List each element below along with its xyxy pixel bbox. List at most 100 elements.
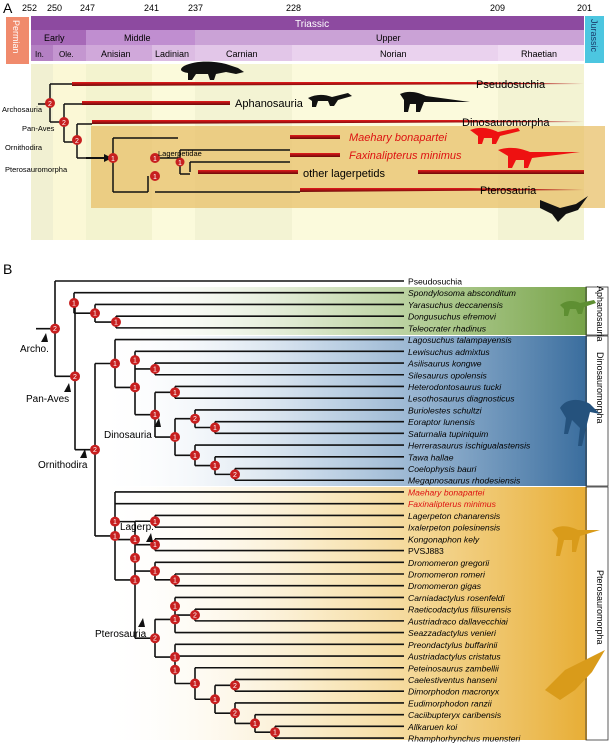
label-archosauria: Archosauria [2,105,43,114]
bar-dinosauromorpha [92,120,584,124]
tip-label-heterodontosaurus-tucki: Heterodontosaurus tucki [408,382,502,392]
rhaetian-label: Rhaetian [521,49,557,59]
tip-label-rhamphorhynchus-muensteri: Rhamphorhynchus muensteri [408,734,521,744]
label-other-lagerpetids: other lagerpetids [303,168,385,180]
age-228: 228 [286,3,301,13]
labels-b: Archo. Pan-Aves Ornithodira Dinosauria L… [20,344,154,640]
node-d_sil [150,363,160,374]
node-l_mid [130,552,140,563]
node-l_dro1 [150,566,160,577]
node-d_root [110,358,120,369]
node-ap1-value: 1 [72,300,76,307]
node-ptm-value: 1 [113,533,117,540]
ladinian-label: Ladinian [155,49,189,59]
node-p_pr-value: 1 [173,667,177,674]
tip-label-lagosuchus-talampayensis: Lagosuchus talampayensis [408,335,512,345]
carnian-box [195,45,292,61]
side-label-dinosauromorpha: Dinosauromorpha [595,352,605,424]
tip-label-raeticodactylus-filisurensis: Raeticodactylus filisurensis [408,605,512,615]
node-l_b-value: 1 [153,542,157,549]
node-p_c2 [190,610,200,621]
label-ornithodira: Ornithodira [5,143,43,152]
anisian-label: Anisian [101,49,131,59]
node-l_root-value: 1 [113,519,117,526]
clade-arrows-b [41,333,161,627]
induan-label: In. [35,50,44,59]
permian-label: Permian [11,20,21,54]
tip-label-caelestiventus-hanseni: Caelestiventus hanseni [408,675,498,685]
bar-other-lagerpetids-1 [198,170,298,174]
norian-label: Norian [380,49,407,59]
node-p_pr0-value: 1 [173,655,177,662]
node-l_a2-value: 1 [153,519,157,526]
tip-label-kongonaphon-kely: Kongonaphon kely [408,534,480,544]
node-p_r2-value: 2 [233,683,237,690]
tip-label-ixalerpeton-polesinensis: Ixalerpeton polesinensis [408,523,501,533]
node-archosauria-value: 2 [48,101,52,108]
node-d_orn [170,387,180,398]
age-250: 250 [47,3,62,13]
tip-label-saturnalia-tupiniquim: Saturnalia tupiniquim [408,429,488,439]
tip-label-austriadraco-dallavecchiai: Austriadraco dallavecchiai [407,616,509,626]
tip-label-allkaruen-koi: Allkaruen koi [407,722,458,732]
tip-label-dromomeron-gregorii: Dromomeron gregorii [408,558,490,568]
node-d_orn-value: 1 [173,390,177,397]
triassic-box [31,16,584,30]
pterosaur-silhouette-b [545,650,605,700]
node-l_a2 [150,516,160,527]
bar-faxinalipterus [290,153,340,157]
labels-a: Archosauria Pan-Aves Ornithodira Pterosa… [2,79,550,197]
pterosauromorpha-box [96,487,587,740]
panel-a-label: A [3,0,13,16]
tip-label-austriadactylus-cristatus: Austriadactylus cristatus [407,652,501,662]
node-ap1 [69,297,79,308]
node-d_sau [170,432,180,443]
node-ap3-value: 1 [114,320,118,327]
tip-label-seazzadactylus-venieri: Seazzadactylus venieri [408,628,497,638]
aphanosaur-silhouette [308,93,352,107]
jurassic-box [585,16,604,63]
tip-label-yarasuchus-deccanensis: Yarasuchus deccanensis [408,300,504,310]
range-bars-a [72,82,584,192]
tip-label-dromomeron-gigas: Dromomeron gigas [408,581,482,591]
tip-label-herrerasaurus-ischigualastensis: Herrerasaurus ischigualastensis [408,441,531,451]
olenekian-box [53,45,86,61]
triassic-label: Triassic [295,19,329,30]
lagerpetid-silhouette-b [552,526,600,556]
node-lagerpetid-inner [175,157,185,167]
tip-label-coelophysis-bauri: Coelophysis bauri [408,464,477,474]
bg-induan [31,64,53,240]
tip-label-dongusuchus-efremovi: Dongusuchus efremovi [408,312,497,322]
label-faxinalipterus: Faxinalipterus minimus [349,150,462,162]
label-archo: Archo. [20,344,49,355]
node-d_lew-value: 1 [133,358,137,365]
rauisuchian-silhouette [181,61,244,80]
label-pterosauria: Pterosauria [480,185,537,197]
node-d_the1-value: 1 [193,453,197,460]
node-pan-value: 2 [73,374,77,381]
label-pterosauromorpha: Pterosauromorpha [5,165,68,174]
node-pterosauromorpha-value: 1 [111,156,115,163]
jurassic-label: Jurassic [589,19,599,53]
node-p_c3-value: 1 [173,617,177,624]
node-p_c3 [170,614,180,625]
node-lagerpetid-inner-value: 1 [178,160,182,167]
aphanosauria-border [585,286,609,336]
tip-label-silesaurus-opolensis: Silesaurus opolensis [408,370,488,380]
dinosaur-silhouette-b [560,399,600,446]
dinosauromorph-silhouette [400,91,470,112]
node-pterosauromorpha [108,153,118,163]
pterosaur-silhouette [540,196,588,222]
tip-label-tawa-hallae: Tawa hallae [408,452,454,462]
upper-box [195,30,584,45]
label-dinosauromorpha: Dinosauromorpha [462,117,550,129]
label-pseudosuchia: Pseudosuchia [476,79,546,91]
rhaetian-box [498,45,584,61]
node-ptm [110,530,120,541]
maehary-silhouette [470,127,520,144]
aphanosauria-box [96,287,587,335]
node-d_lew [130,355,140,366]
node-archosauria [45,98,55,108]
tip-label-pseudosuchia: Pseudosuchia [408,277,462,287]
